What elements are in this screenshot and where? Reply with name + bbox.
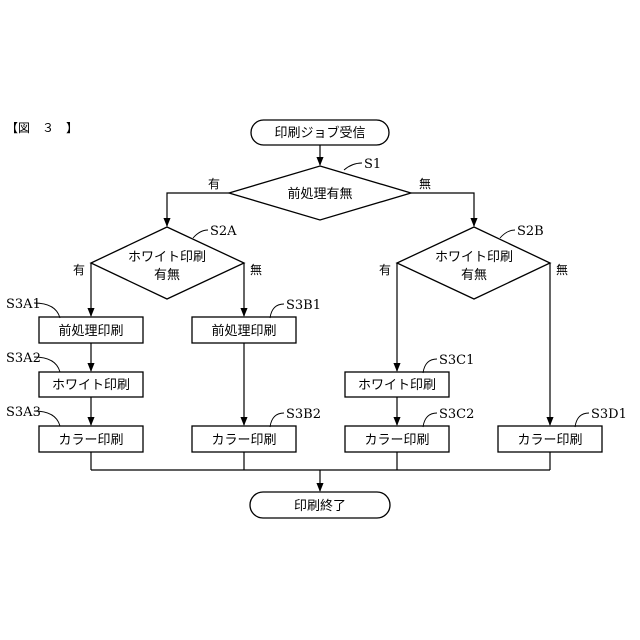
end-terminal-label: 印刷終了 xyxy=(294,498,346,514)
s2a-yes-label: 有 xyxy=(73,263,85,277)
s3b1-process-label: 前処理印刷 xyxy=(211,323,276,339)
s1-ref-label: S1 xyxy=(364,157,381,172)
s3b1-ref-label: S3B1 xyxy=(286,298,321,313)
s3a2-ref-label: S3A2 xyxy=(6,351,41,366)
s3c1-leader xyxy=(423,359,437,373)
s2a-ref-label: S2A xyxy=(210,224,237,239)
s3a1-process-label: 前処理印刷 xyxy=(58,323,123,339)
s3d1-ref-label: S3D1 xyxy=(591,407,627,422)
s1-decision-label: 前処理有無 xyxy=(287,186,352,202)
s2b-leader xyxy=(500,230,515,238)
s2b-decision-label-line2: 有無 xyxy=(461,268,487,283)
s3d1-process-label: カラー印刷 xyxy=(517,433,582,448)
s3a2-process-label: ホワイト印刷 xyxy=(52,378,130,393)
s3c2-leader xyxy=(423,413,437,427)
s3d1-leader xyxy=(575,413,589,427)
s3c1-ref-label: S3C1 xyxy=(439,353,474,368)
s3b1-leader xyxy=(270,304,284,318)
s3a3-process-label: カラー印刷 xyxy=(58,433,123,448)
s2b-ref-label: S2B xyxy=(517,224,544,239)
s3c2-ref-label: S3C2 xyxy=(439,407,474,422)
s3a3-ref-label: S3A3 xyxy=(6,405,41,420)
s3c2-process-label: カラー印刷 xyxy=(364,433,429,448)
s3c1-process-label: ホワイト印刷 xyxy=(358,378,436,393)
s1-no-label: 無 xyxy=(419,176,431,191)
edge-s1-yes xyxy=(167,193,229,226)
s2b-decision-label-line1: ホワイト印刷 xyxy=(435,250,513,265)
s2a-decision-label-line1: ホワイト印刷 xyxy=(128,250,206,265)
s3b2-process-label: カラー印刷 xyxy=(211,433,276,448)
s1-yes-label: 有 xyxy=(208,177,220,191)
s2a-decision-label-line2: 有無 xyxy=(154,268,180,283)
s2a-no-label: 無 xyxy=(250,262,262,277)
start-terminal-label: 印刷ジョブ受信 xyxy=(274,125,365,141)
s1-leader xyxy=(344,163,362,170)
s3a1-ref-label: S3A1 xyxy=(6,297,41,312)
figure-label: 【図 ３ 】 xyxy=(6,121,78,135)
s2b-no-label: 無 xyxy=(556,262,568,277)
s2b-yes-label: 有 xyxy=(379,263,391,277)
s3b2-leader xyxy=(270,413,284,427)
s3b2-ref-label: S3B2 xyxy=(286,407,321,422)
s2a-leader xyxy=(193,230,208,238)
edge-s1-no xyxy=(411,193,474,226)
